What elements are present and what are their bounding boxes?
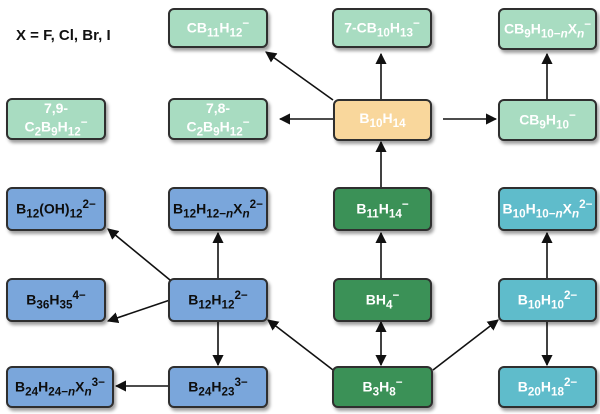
node-b20h18: B20H182− <box>498 366 597 408</box>
arrow-b3h8-to-b12h12 <box>267 319 334 371</box>
node-cb9h10-n-xn: CB9H10−nXn− <box>498 8 597 50</box>
node-b10h14: B10H14 <box>333 99 432 141</box>
node-b10h10: B10H102− <box>498 278 597 322</box>
node-b3h8: B3H8− <box>332 366 433 408</box>
node-cb11h12: CB11H12− <box>168 8 268 48</box>
node-b36h35: B36H354− <box>6 278 106 322</box>
node-7-8-c2b9h12: 7,8-C2B9H12− <box>168 98 268 140</box>
arrow-b12h12-to-b12oh12 <box>107 228 171 281</box>
node-7-cb10h13: 7-CB10H13− <box>332 8 432 48</box>
node-cb9h10: CB9H10− <box>498 99 597 141</box>
node-b24h24-n-xn: B24H24−nXn3− <box>6 366 114 408</box>
node-b24h23: B24H233− <box>168 366 268 408</box>
node-bh4: BH4− <box>333 278 432 322</box>
arrow-b12h12-to-b36h35 <box>106 299 171 324</box>
node-b12h12-n-xn: B12H12−nXn2− <box>168 187 268 231</box>
node-b11h14: B11H14− <box>333 187 432 231</box>
arrow-b10h14-to-cb11h12 <box>265 51 334 101</box>
node-b12h12: B12H122− <box>168 278 268 322</box>
node-7-9-c2b9h12: 7,9-C2B9H12− <box>6 98 106 140</box>
node-b12oh12: B12(OH)122− <box>6 187 106 231</box>
arrow-b3h8-to-b10h10 <box>432 319 499 371</box>
legend-x-halogens: X = F, Cl, Br, I <box>16 27 111 44</box>
node-b10h10-n-xn: B10H10−nXn2− <box>498 187 597 231</box>
